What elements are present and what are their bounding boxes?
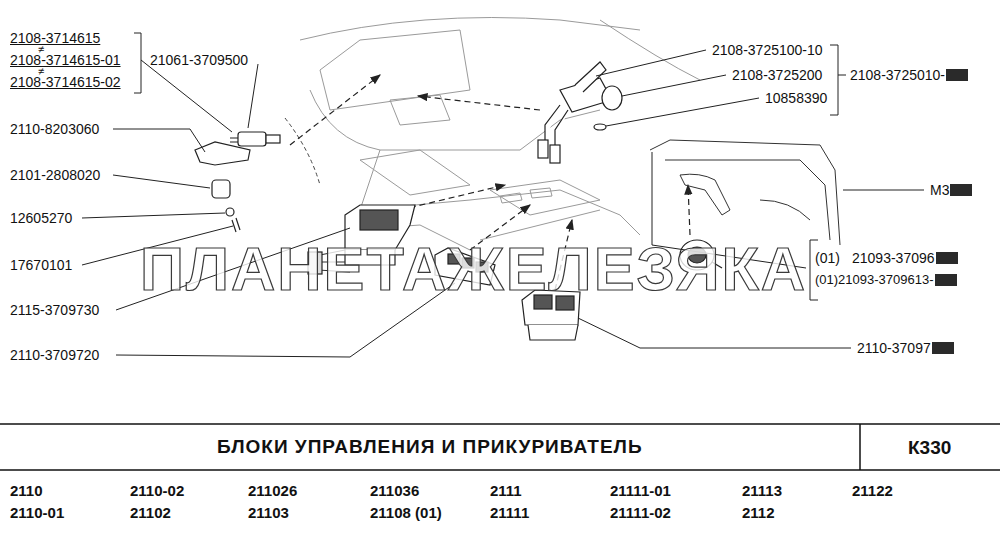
model-code: 21122 [852, 482, 893, 499]
part-number: 21093-37096 [852, 250, 935, 266]
variant-mark: (01) [815, 250, 840, 266]
print-smudge [946, 69, 968, 81]
watermark: ПЛАНЕТАЖЕЛЕЗЯКА [140, 236, 807, 303]
part-number: 2110-37097 [857, 340, 931, 356]
model-code: 211026 [248, 482, 297, 499]
part-number: 2108-3725200 [732, 67, 822, 83]
print-smudge [950, 184, 972, 196]
part-number: 17670101 [10, 257, 72, 273]
part-number: 12605270 [10, 210, 72, 226]
part-number: 10858390 [765, 90, 827, 106]
part-number: 2108-3725010- [850, 67, 945, 83]
model-code: 21103 [248, 504, 289, 521]
part-number: (01)21093-3709613- [815, 272, 934, 287]
model-code: 21108 (01) [370, 504, 442, 521]
model-code: 2111 [490, 482, 522, 499]
model-code: 21111-01 [610, 482, 671, 499]
part-number: 2108-3714615-02 [10, 74, 121, 90]
model-code: 21102 [130, 504, 171, 521]
part-number: 2110-8203060 [10, 121, 99, 137]
part-number: 2108-3725100-10 [712, 42, 823, 58]
part-number: 2108-3714615-01 [10, 52, 121, 68]
part-number: 2115-3709730 [10, 302, 99, 318]
section-title: БЛОКИ УПРАВЛЕНИЯ И ПРИКУРИВАТЕЛЬ [217, 436, 643, 458]
model-code: 211036 [370, 482, 419, 499]
page-code: К330 [908, 437, 951, 459]
part-number: 2108-3714615 [10, 30, 100, 46]
model-code: 2110 [10, 482, 43, 499]
part-number: 2110-3709720 [10, 347, 99, 363]
model-code: 21111 [490, 504, 529, 521]
model-code: 2110-02 [130, 482, 184, 499]
model-code: 21111-02 [610, 504, 671, 521]
print-smudge [936, 252, 958, 264]
print-smudge [935, 274, 957, 286]
print-smudge [932, 342, 954, 354]
part-number: М3 [930, 182, 949, 198]
part-number: 2101-2808020 [10, 167, 100, 183]
model-code: 2110-01 [10, 504, 64, 521]
part-number: 21061-3709500 [150, 52, 248, 68]
model-code: 2112 [742, 504, 775, 521]
model-code: 21113 [742, 482, 782, 499]
